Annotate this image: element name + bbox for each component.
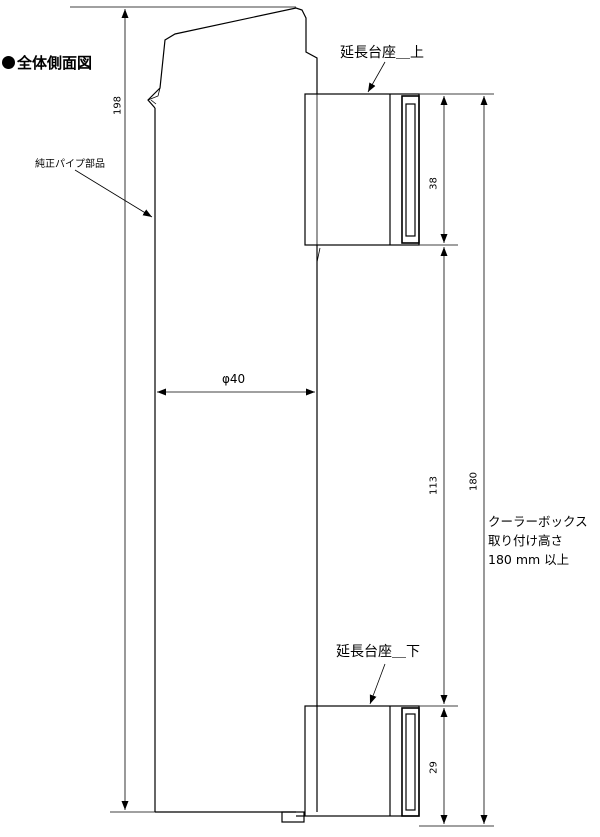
note-line-1: クーラーボックス xyxy=(488,514,588,529)
pipe-part-leader xyxy=(74,169,153,218)
dimension-38-value: 38 xyxy=(428,177,440,190)
pipe-body xyxy=(147,7,321,813)
bullet-icon xyxy=(2,56,15,69)
lower-base-leader xyxy=(369,663,386,705)
pipe-part-label: 純正パイプ部品 xyxy=(35,159,105,170)
dimension-198-value: 198 xyxy=(112,95,124,116)
upper-base-label: 延長台座＿上 xyxy=(340,45,424,61)
note-line-2: 取り付け高さ xyxy=(488,533,564,548)
dimension-29-value: 29 xyxy=(428,761,440,774)
title-text: 全体側面図 xyxy=(17,54,93,72)
lower-base-block xyxy=(281,705,420,823)
lower-base-label: 延長台座＿下 xyxy=(336,644,420,660)
dimension-198 xyxy=(70,6,296,813)
page-title: 全体側面図 xyxy=(2,52,92,73)
right-extension-lines xyxy=(419,93,494,827)
dimension-180-value: 180 xyxy=(468,471,480,492)
dimension-113-value: 113 xyxy=(428,475,440,496)
diameter-label: φ40 xyxy=(222,372,246,386)
upper-base-leader xyxy=(367,61,386,93)
note-line-3: 180 mm 以上 xyxy=(488,552,570,567)
mount-height-note: クーラーボックス 取り付け高さ 180 mm 以上 xyxy=(488,512,588,569)
upper-base-block xyxy=(304,93,420,246)
